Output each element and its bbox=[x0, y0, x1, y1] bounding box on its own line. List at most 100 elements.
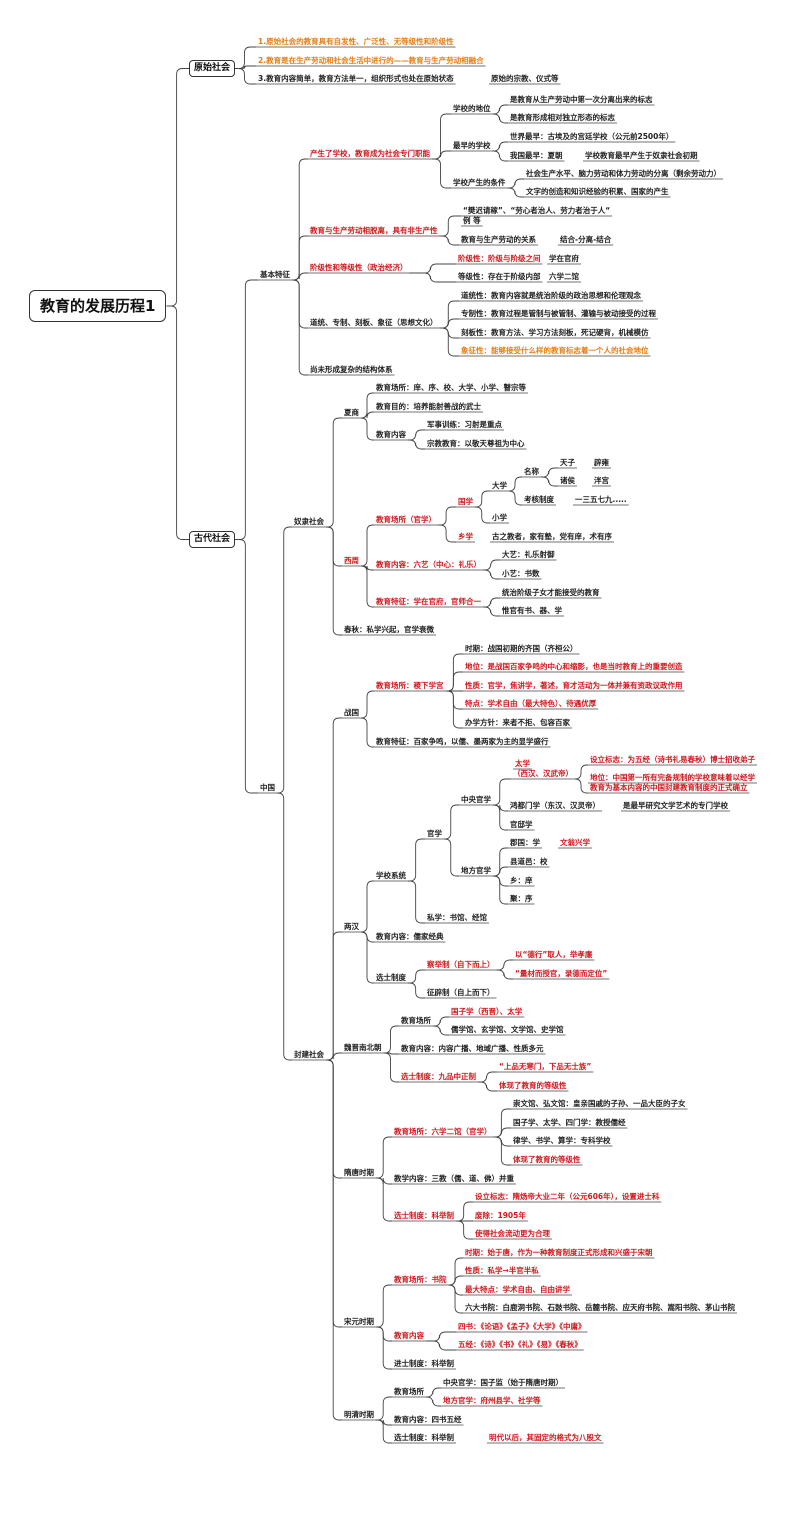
connector-line bbox=[432, 150, 451, 160]
topic-node: 进士制度：科举制 bbox=[394, 1359, 454, 1368]
connector-line bbox=[541, 476, 558, 487]
topic-node: 性质：私学→半官半私 bbox=[465, 1266, 539, 1275]
topic-node: 六大书院：白鹿洞书院、石鼓书院、岳麓书院、应天府书院、嵩阳书院、茅山书院 bbox=[465, 1303, 735, 1312]
connector-line bbox=[426, 1340, 456, 1351]
connector-line bbox=[508, 476, 522, 492]
topic-node: 地方官学 bbox=[461, 866, 491, 875]
topic-node: 大学 bbox=[492, 481, 507, 490]
topic-node: 社会生产水平、脑力劳动和体力劳动的分离（剩余劳动力） bbox=[526, 169, 721, 178]
topic-node: 是教育形成相对独立形态的标志 bbox=[510, 113, 615, 122]
connector-line bbox=[277, 526, 292, 794]
connector-line bbox=[493, 875, 508, 905]
topic-node: 教育内容：儒家经典 bbox=[376, 932, 444, 941]
topic-node: 六学二馆 bbox=[549, 272, 579, 281]
connector-line bbox=[493, 875, 508, 887]
connector-line bbox=[492, 141, 508, 152]
connector-line bbox=[235, 46, 256, 69]
topic-node: 学校教育最早产生于奴隶社会初期 bbox=[585, 151, 698, 160]
topic-node: 学校系统 bbox=[376, 871, 406, 880]
topic-node: 名称 bbox=[524, 467, 539, 476]
topic-node: 官学 bbox=[427, 829, 442, 838]
connector-line bbox=[444, 838, 459, 877]
topic-node: 宋元时期 bbox=[344, 1317, 374, 1326]
topic-node: 春秋：私学兴起，官学衰微 bbox=[344, 625, 434, 634]
topic-node: 诸侯 bbox=[560, 476, 575, 485]
connector-line bbox=[541, 467, 558, 478]
connector-line bbox=[360, 690, 374, 719]
topic-node: 体现了教育的等级性 bbox=[513, 1155, 581, 1164]
topic-node: 教育场所：稷下学宫 bbox=[376, 681, 444, 690]
connector-line bbox=[376, 1177, 392, 1222]
connector-line bbox=[493, 804, 508, 812]
connector-line bbox=[292, 158, 308, 281]
topic-node: 乡学 bbox=[458, 532, 473, 541]
topic-node: 西周 bbox=[344, 556, 359, 565]
topic-node: 考核制度 bbox=[524, 495, 554, 504]
topic-node: 阶级性：阶级与阶级之间 bbox=[458, 254, 541, 263]
connector-line bbox=[448, 1257, 463, 1286]
topic-node: 教育场所：书院 bbox=[394, 1275, 447, 1284]
topic-node: 教育目的：培养能射善战的武士 bbox=[376, 402, 481, 411]
connector-line bbox=[496, 969, 513, 980]
topic-node: 五经：《诗》《书》《礼》《易》《春秋》 bbox=[458, 1340, 582, 1349]
connector-line bbox=[326, 1059, 342, 1179]
connector-line bbox=[483, 569, 500, 580]
topic-node: 教育与生产劳动的关系 bbox=[461, 235, 536, 244]
topic-node: 文字的创造和知识经验的积累、国家的产生 bbox=[526, 187, 669, 196]
topic-node: 基本特征 bbox=[260, 270, 290, 279]
connector-line bbox=[445, 690, 463, 710]
topic-node: 使得社会流动更为合理 bbox=[475, 1229, 550, 1238]
topic-node: 儒学馆、玄学馆、文学馆、史学馆 bbox=[451, 1025, 564, 1034]
topic-node: 察举制（自下而上） bbox=[427, 960, 495, 969]
topic-node: 征辟制（自上而下） bbox=[427, 988, 495, 997]
connector-line bbox=[408, 838, 425, 882]
connector-line bbox=[508, 490, 522, 506]
connector-line bbox=[478, 1071, 497, 1083]
topic-node: 选士制度：科举制 bbox=[394, 1211, 454, 1220]
topic-node: 两汉 bbox=[344, 922, 359, 931]
topic-node: 小学 bbox=[492, 513, 507, 522]
connector-line bbox=[376, 1326, 392, 1370]
connector-line bbox=[376, 1419, 392, 1426]
topic-node: 教育特征：学在官府，官师合一 bbox=[376, 597, 481, 606]
topic-node: 国学 bbox=[458, 497, 473, 506]
connector-line bbox=[438, 524, 456, 543]
topic-node: 办学方针：来者不拒、包容百家 bbox=[465, 718, 570, 727]
connector-line bbox=[409, 272, 456, 283]
topic-node: 选士制度：科举制 bbox=[394, 1433, 454, 1442]
topic-node: （西汉、汉武帝） bbox=[513, 769, 573, 778]
topic-node: 魏晋南北朝 bbox=[344, 1043, 382, 1052]
topic-node: 象征性：能够接受什么样的教育标志着一个人的社会地位 bbox=[461, 346, 649, 355]
connector-line bbox=[493, 778, 511, 806]
topic-node: 夏商 bbox=[344, 408, 359, 417]
connector-line bbox=[383, 1052, 399, 1083]
connector-line bbox=[408, 969, 425, 984]
topic-node: 3.教育内容简单，教育方法单一，组织形式也处在原始状态 bbox=[258, 74, 454, 83]
connector-line bbox=[360, 565, 374, 608]
connector-line bbox=[326, 717, 342, 1061]
connector-line bbox=[574, 778, 588, 794]
topic-node: 最早的学校 bbox=[453, 141, 491, 150]
topic-node: 崇文馆、弘文馆：皇亲国戚的子孙、一品大臣的子女 bbox=[513, 1099, 686, 1108]
topic-node: 阶级性和等级性（政治经济） bbox=[310, 263, 408, 272]
topic-node: 时期：战国初期的齐国（齐桓公） bbox=[465, 644, 578, 653]
topic-node: 军事训练：习射是重点 bbox=[427, 420, 502, 429]
topic-node: 隋唐时期 bbox=[344, 1168, 374, 1177]
connector-line bbox=[376, 1396, 392, 1421]
topic-node: 等级性：存在于阶级内部 bbox=[458, 272, 541, 281]
topic-node: 世界最早：古埃及的宫廷学校（公元前2500年） bbox=[510, 132, 674, 141]
topic-node: 时期：始于唐，作为一种教育制度正式形成和兴盛于宋朝 bbox=[465, 1248, 653, 1257]
connector-line bbox=[507, 187, 524, 198]
topic-node: 国子学（西晋）、太学 bbox=[451, 1007, 523, 1016]
connector-line bbox=[438, 506, 456, 526]
topic-node: 郡国：学 bbox=[510, 838, 540, 847]
topic-node: 选士制度 bbox=[376, 973, 406, 982]
topic-node: 古之教者，家有塾，党有庠，术有序 bbox=[492, 532, 612, 541]
topic-node: 教育内容 bbox=[376, 430, 406, 439]
topic-node: 封建社会 bbox=[294, 1050, 324, 1059]
connector-line bbox=[326, 1052, 342, 1061]
topic-node: 性质：官学，焦讲学，著述，育才活动为一体并兼有资政议政作用 bbox=[465, 681, 683, 690]
topic-node: 辟雍 bbox=[594, 458, 609, 467]
topic-node: 以“德行”取人，举孝廉 bbox=[515, 950, 593, 959]
